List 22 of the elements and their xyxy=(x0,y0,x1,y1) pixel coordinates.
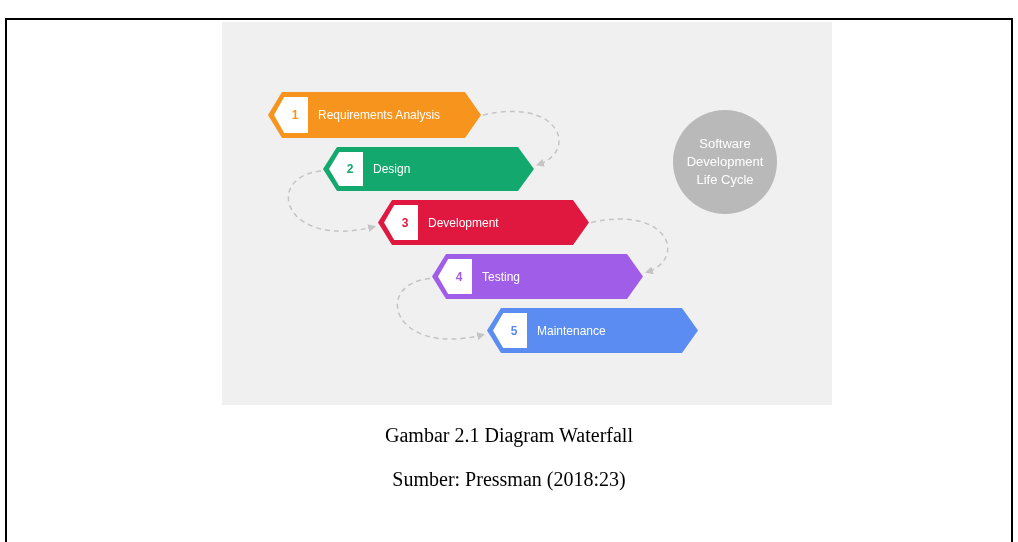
step-banner xyxy=(432,254,643,299)
step-number: 1 xyxy=(290,107,299,124)
step-banner xyxy=(378,200,589,245)
step-banner xyxy=(487,308,698,353)
step-label: Design xyxy=(373,162,412,176)
step-banner xyxy=(323,147,534,191)
step-banner xyxy=(268,92,481,138)
step-number: 2 xyxy=(345,161,354,178)
step-number: 4 xyxy=(454,268,463,286)
source-note: Sumber: Pressman (2018:23) xyxy=(392,467,626,493)
dashed-arrow xyxy=(287,170,376,232)
step-number: 5 xyxy=(509,322,518,340)
step-label: Development xyxy=(428,215,500,230)
step-label: Requirements Analysis xyxy=(318,108,442,122)
step-number: 3 xyxy=(400,214,409,232)
dashed-arrow xyxy=(482,110,560,166)
dashed-arrow xyxy=(590,218,669,274)
circle-label: Software Development Life Cycle xyxy=(685,135,765,189)
dashed-arrow xyxy=(396,277,485,340)
step-label: Maintenance xyxy=(537,323,607,338)
step-label: Testing xyxy=(482,269,522,284)
figure-caption: Gambar 2.1 Diagram Waterfall xyxy=(385,423,633,449)
